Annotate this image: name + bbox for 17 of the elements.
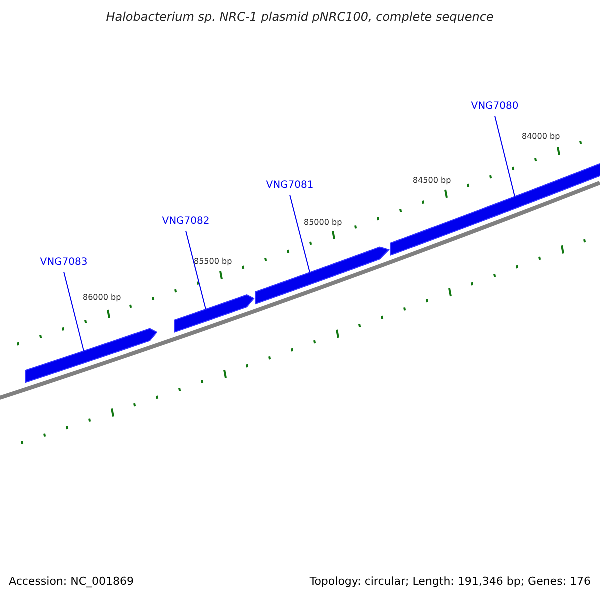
- sequence-summary: Topology: circular; Length: 191,346 bp; Genes: 176: [310, 575, 591, 588]
- gene-label: VNG7080: [471, 101, 519, 112]
- bp-scale-label: 85500 bp: [194, 257, 232, 266]
- gene-feature: [390, 160, 600, 256]
- gene-label: VNG7081: [266, 180, 314, 191]
- gene-label: VNG7082: [162, 216, 210, 227]
- leader-line: [290, 194, 310, 274]
- gene-feature: [256, 246, 390, 305]
- gene-label: VNG7083: [40, 257, 88, 268]
- leader-line: [64, 272, 84, 352]
- gene-feature: [174, 294, 255, 333]
- bp-scale-label: 84500 bp: [413, 176, 452, 185]
- accession-text: Accession: NC_001869: [9, 575, 134, 588]
- leader-line: [186, 230, 206, 310]
- diagram-title: Halobacterium sp. NRC-1 plasmid pNRC100, complete sequence: [106, 10, 494, 24]
- gene-feature: [26, 328, 158, 384]
- leader-line: [494, 116, 516, 198]
